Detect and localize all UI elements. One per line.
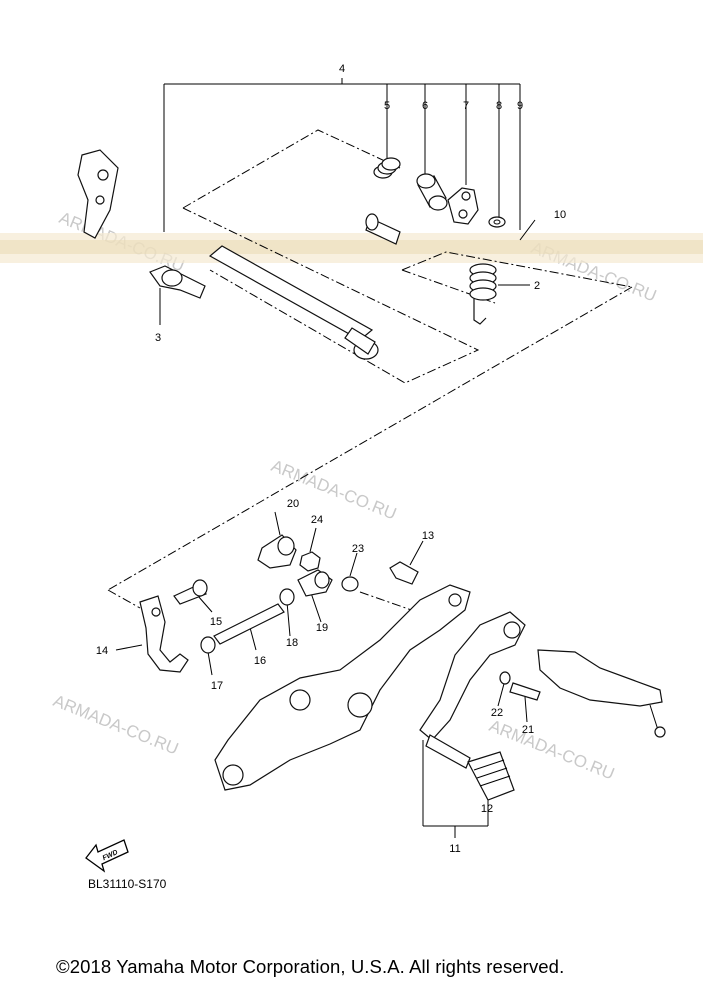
callout-20: 20 [287, 498, 299, 510]
callout-15: 15 [210, 616, 222, 628]
callout-4: 4 [339, 63, 345, 75]
callout-17: 17 [211, 680, 223, 692]
scan-band [0, 240, 703, 254]
callout-6: 6 [422, 100, 428, 112]
callout-18: 18 [286, 637, 298, 649]
callout-23: 23 [352, 543, 364, 555]
callout-22: 22 [491, 707, 503, 719]
callout-10: 10 [554, 209, 566, 221]
fwd-arrow-icon: FWD [85, 839, 129, 873]
watermark: ARMADA-CO.RU [51, 691, 182, 759]
spring-2 [469, 263, 497, 325]
callout-19: 19 [316, 622, 328, 634]
diagram-code: BL31110-S170 [88, 877, 167, 891]
callout-11: 11 [449, 843, 460, 855]
callout-8: 8 [496, 100, 502, 112]
callout-9: 9 [517, 100, 523, 112]
callout-13: 13 [422, 530, 434, 542]
watermark: ARMADA-CO.RU [269, 456, 400, 524]
callout-2: 2 [534, 280, 540, 292]
assembly-outlines [107, 129, 633, 621]
shift-pedal-assembly [139, 534, 666, 801]
callout-5: 5 [384, 100, 390, 112]
callout-7: 7 [463, 100, 469, 112]
spring-5 [373, 157, 401, 179]
callout-12: 12 [481, 803, 493, 815]
callout-16: 16 [254, 655, 266, 667]
callout-21: 21 [522, 724, 534, 736]
callout-24: 24 [311, 514, 323, 526]
callout-14: 14 [96, 645, 108, 657]
copyright-notice: ©2018 Yamaha Motor Corporation, U.S.A. A… [56, 956, 565, 977]
callout-labels: 4 5 6 7 8 9 10 2 3 20 24 13 23 15 19 18 … [96, 63, 566, 855]
shift-shaft-assembly [77, 149, 506, 360]
callout-3: 3 [155, 332, 161, 344]
